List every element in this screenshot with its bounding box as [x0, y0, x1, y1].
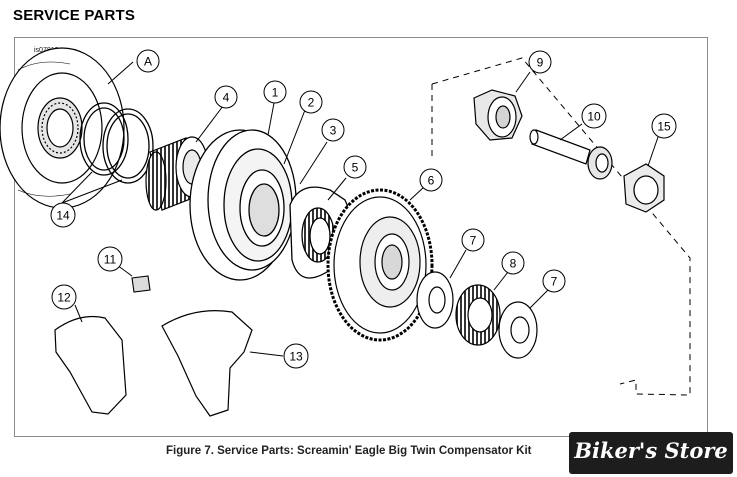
callout-9: 9 [528, 50, 552, 74]
part-7-washer [416, 271, 454, 329]
callout-14: 14 [50, 202, 76, 228]
part-13-pad [161, 310, 253, 417]
svg-text:5: 5 [352, 161, 359, 175]
svg-text:11: 11 [104, 253, 117, 267]
part-14-seals [79, 102, 154, 184]
part-15-cap [623, 163, 665, 213]
page-title: SERVICE PARTS [13, 7, 136, 24]
svg-text:6: 6 [428, 174, 435, 188]
watermark-logo: Biker's Store [569, 432, 733, 474]
svg-text:7: 7 [470, 234, 477, 248]
watermark-text: Biker's Store [574, 438, 728, 463]
part-11-clip [131, 275, 151, 293]
part-a-housing [0, 47, 125, 209]
callout-4: 4 [214, 85, 238, 109]
part-7-washer-second [498, 301, 538, 359]
part-10-bolt [529, 129, 613, 180]
callout-2: 2 [299, 90, 323, 114]
callout-13: 13 [283, 343, 309, 369]
svg-text:14: 14 [56, 209, 70, 223]
svg-text:15: 15 [657, 120, 671, 134]
callout-5: 5 [343, 155, 367, 179]
part-6-sprocket [326, 188, 434, 342]
svg-text:9: 9 [537, 56, 544, 70]
callout-15: 15 [651, 113, 677, 139]
callout-11: 11 [97, 246, 123, 272]
part-9-nut [473, 89, 523, 141]
part-12-pad [54, 315, 127, 415]
callout-8: 8 [501, 251, 525, 275]
callout-A: A [136, 49, 160, 73]
callout-7-second: 7 [542, 269, 566, 293]
svg-text:7: 7 [551, 275, 558, 289]
svg-text:2: 2 [308, 96, 315, 110]
part-1-disc [189, 129, 297, 281]
svg-text:A: A [144, 55, 152, 69]
part-8-thrust-bearing [455, 284, 501, 346]
callout-7: 7 [461, 228, 485, 252]
svg-text:8: 8 [510, 257, 517, 271]
svg-text:4: 4 [223, 91, 230, 105]
svg-text:13: 13 [289, 350, 303, 364]
svg-text:12: 12 [57, 291, 71, 305]
hardware-group-outline [431, 57, 691, 396]
svg-text:1: 1 [272, 86, 279, 100]
callout-1: 1 [263, 80, 287, 104]
callout-10: 10 [581, 103, 607, 129]
figure-caption: Figure 7. Service Parts: Screamin' Eagle… [166, 445, 532, 457]
leader-lines [61, 61, 659, 357]
callout-3: 3 [321, 118, 345, 142]
callout-6: 6 [419, 168, 443, 192]
svg-text:3: 3 [330, 124, 337, 138]
svg-text:10: 10 [587, 110, 601, 124]
callout-12: 12 [51, 284, 77, 310]
